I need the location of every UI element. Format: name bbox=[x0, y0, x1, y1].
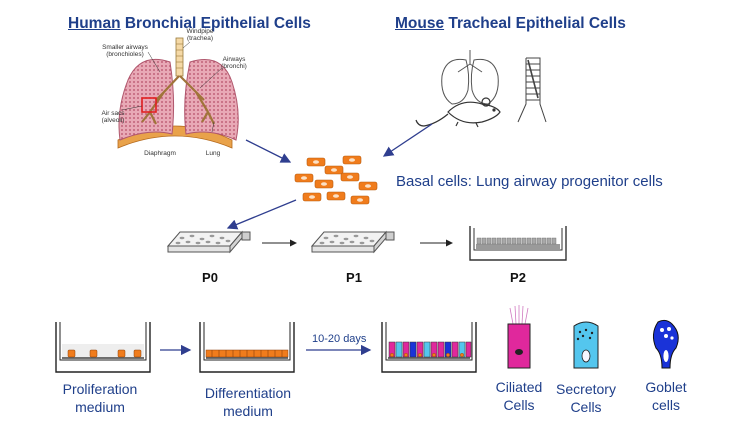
label-text: Ciliated bbox=[495, 379, 543, 395]
label-text: (bronchioles) bbox=[106, 51, 144, 58]
label-text: Goblet bbox=[645, 379, 687, 395]
transwell-insert-icon bbox=[199, 322, 295, 373]
label-text: Windpipe bbox=[186, 28, 214, 35]
proliferation-medium-label: Proliferation medium bbox=[30, 380, 170, 416]
label-airways: Airways (bronchi) bbox=[216, 56, 252, 70]
human-lung-illustration bbox=[117, 37, 239, 149]
mouse-cells-title: Mouse Tracheal Epithelial Cells bbox=[395, 15, 626, 33]
goblet-cell-icon bbox=[652, 319, 679, 369]
label-text: Cells bbox=[570, 399, 602, 415]
label-text: Proliferation bbox=[62, 381, 138, 397]
label-air-sacs: Air sacs (alveoli) bbox=[96, 110, 130, 124]
duration-label: 10-20 days bbox=[312, 333, 367, 345]
mouse-title-emphasis: Mouse bbox=[395, 15, 445, 32]
secretory-cell-icon bbox=[573, 321, 599, 369]
label-smaller-airways: Smaller airways (bronchioles) bbox=[96, 44, 154, 58]
human-title-rest: Bronchial Epithelial Cells bbox=[120, 15, 311, 32]
basal-cell-cluster bbox=[294, 155, 378, 205]
mouse-lung-icon bbox=[441, 50, 499, 105]
mouse-icon bbox=[415, 97, 501, 128]
label-text: Secretory bbox=[556, 381, 616, 397]
label-text: Cells bbox=[503, 397, 535, 413]
label-text: Airways bbox=[222, 56, 246, 63]
goblet-cells-label: Goblet cells bbox=[634, 378, 698, 414]
mouse-title-rest: Tracheal Epithelial Cells bbox=[444, 15, 626, 32]
ciliated-cells-label: Ciliated Cells bbox=[484, 378, 554, 414]
human-cells-title: Human Bronchial Epithelial Cells bbox=[68, 15, 311, 33]
culture-flask-icon bbox=[166, 230, 251, 254]
label-text: medium bbox=[75, 399, 125, 415]
ciliated-cell-icon bbox=[507, 305, 531, 369]
passage-label-p0: P0 bbox=[202, 270, 218, 285]
transwell-insert-icon bbox=[381, 322, 477, 373]
label-text: (alveoli) bbox=[101, 117, 125, 124]
differentiation-medium-label: Differentiation medium bbox=[178, 384, 318, 420]
label-diaphragm: Diaphragm bbox=[144, 150, 176, 157]
label-text: Smaller airways bbox=[102, 44, 148, 51]
trachea-icon bbox=[517, 57, 547, 123]
label-text: (trachea) bbox=[186, 35, 213, 42]
label-text: (bronchi) bbox=[221, 63, 247, 70]
label-text: Differentiation bbox=[204, 385, 292, 401]
basal-cells-caption: Basal cells: Lung airway progenitor cell… bbox=[396, 173, 663, 190]
label-lung: Lung bbox=[205, 150, 221, 157]
label-windpipe: Windpipe (trachea) bbox=[180, 28, 220, 42]
label-text: cells bbox=[651, 397, 680, 413]
human-title-emphasis: Human bbox=[68, 15, 121, 32]
label-text: Air sacs bbox=[101, 110, 125, 117]
transwell-insert-icon bbox=[469, 226, 567, 261]
arrow-human-to-basal bbox=[245, 139, 292, 163]
secretory-cells-label: Secretory Cells bbox=[550, 380, 622, 416]
arrow-basal-to-p0 bbox=[226, 199, 297, 230]
label-text: medium bbox=[223, 403, 273, 419]
culture-flask-icon bbox=[310, 230, 395, 254]
transwell-insert-icon bbox=[55, 322, 151, 373]
arrow-mouse-to-basal bbox=[382, 123, 433, 157]
passage-label-p1: P1 bbox=[346, 270, 362, 285]
passage-label-p2: P2 bbox=[510, 270, 526, 285]
